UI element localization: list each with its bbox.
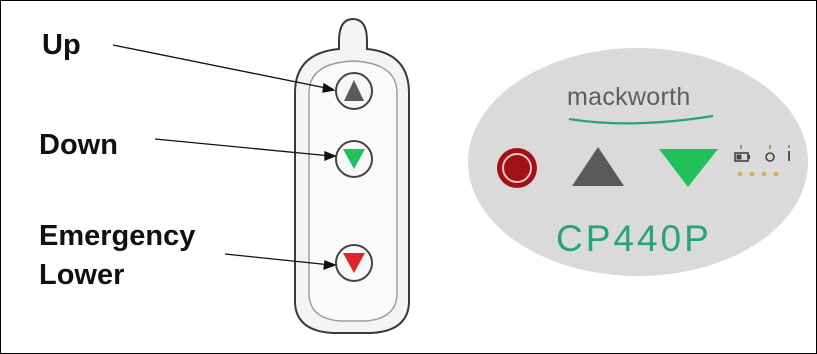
emergency-lower-arrow-icon	[343, 253, 365, 273]
panel-up-arrow-icon[interactable]	[572, 147, 624, 186]
down-arrow-icon	[343, 149, 365, 169]
indicator-leds	[737, 171, 779, 177]
label-up: Up	[42, 29, 81, 61]
leader-lines	[112, 44, 337, 270]
up-arrow-icon	[344, 80, 364, 101]
label-emergency: Emergency	[39, 220, 196, 252]
stop-button-ring	[502, 153, 532, 183]
stop-button-center	[506, 157, 528, 179]
brand-logo-text: mackworth	[567, 83, 691, 111]
control-panel	[468, 48, 808, 276]
model-number: CP440P	[556, 218, 712, 259]
hand-controller	[294, 17, 410, 334]
brand-swoosh	[568, 114, 714, 125]
panel-down-arrow-icon[interactable]	[659, 149, 718, 187]
label-down: Down	[39, 129, 118, 161]
power-icon	[765, 145, 790, 162]
battery-icon	[734, 145, 750, 162]
label-lower: Lower	[39, 259, 125, 291]
